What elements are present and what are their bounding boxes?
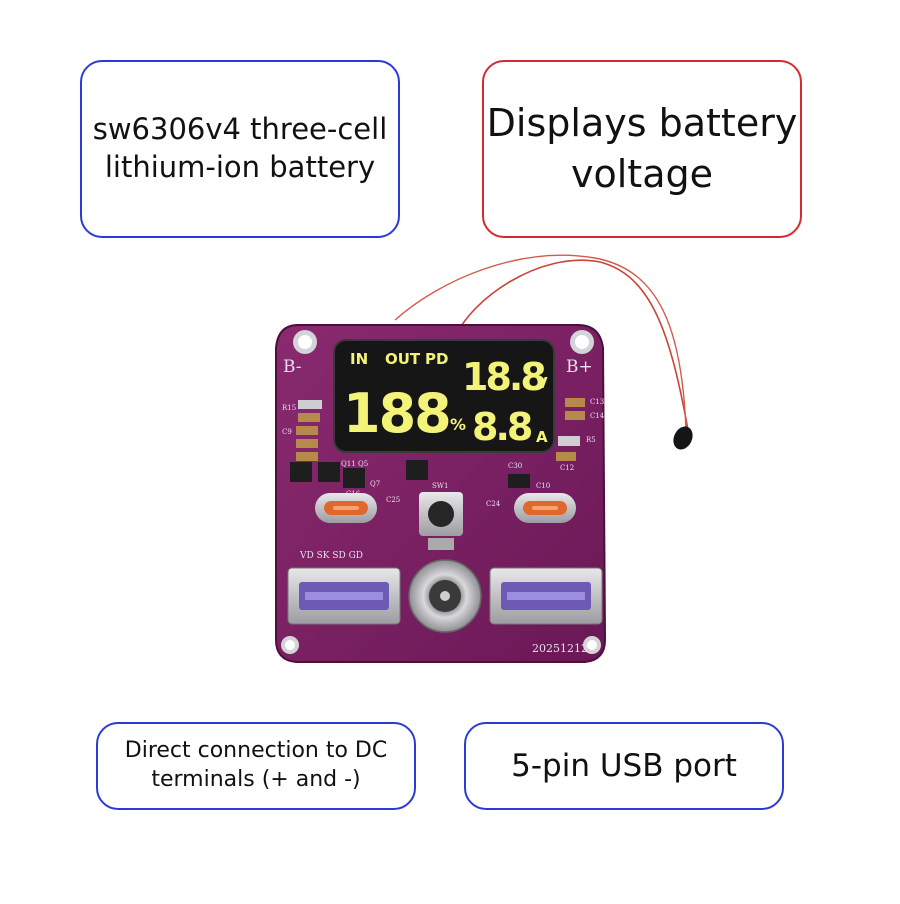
callout-usb-line1: 5-pin USB port	[511, 747, 737, 784]
callout-chip-line2: lithium-ion battery	[104, 150, 376, 184]
pcb-date-code: 20251212	[532, 642, 588, 655]
designator-c16: C16	[346, 490, 361, 498]
tactile-switch	[419, 492, 463, 550]
dc-barrel-jack	[408, 559, 482, 633]
designator-c10: C10	[536, 482, 550, 490]
lcd-display	[333, 339, 555, 453]
lcd-percent-sign: %	[450, 415, 466, 434]
lcd-percent-digits: 188	[343, 382, 450, 445]
smd-component	[296, 426, 318, 435]
lcd-voltage-digits: 18.8	[462, 355, 545, 399]
designator-r5: R5	[586, 436, 596, 444]
lcd-label-in: IN	[350, 350, 368, 368]
mosfet-chip	[508, 474, 530, 488]
designator-c13: C13	[590, 398, 604, 406]
mosfet-chip	[343, 468, 365, 488]
lcd-voltage-unit: V	[536, 374, 548, 392]
callout-display-line1: Displays battery	[486, 100, 798, 145]
pad-label-negative: B-	[283, 357, 302, 377]
designator-c24: C24	[486, 500, 501, 508]
mosfet-chip	[318, 462, 340, 482]
designator-c25: C25	[386, 496, 400, 504]
pad-label-positive: B+	[566, 357, 593, 377]
usb-c-port-right	[514, 493, 576, 523]
designator-r15: R15	[282, 404, 296, 412]
smd-component	[558, 436, 580, 446]
callout-chip-line1: sw6306v4 three-cell	[92, 112, 388, 147]
mounting-hole	[583, 636, 601, 654]
designator-q7: Q7	[370, 480, 380, 488]
usb-c-port-left	[315, 493, 377, 523]
smd-component	[565, 411, 585, 420]
callout-display-line2: voltage	[571, 152, 713, 196]
thermistor-bead	[673, 426, 693, 450]
mounting-hole	[570, 330, 594, 354]
designator-c9: C9	[282, 428, 292, 436]
designator-q5: Q5	[358, 460, 368, 468]
callout-chip-description: sw6306v4 three-cell lithium-ion battery	[80, 60, 400, 238]
designator-c14: C14	[590, 412, 605, 420]
smd-component	[298, 400, 322, 409]
thermistor-wire	[454, 259, 689, 431]
smd-component	[565, 398, 585, 407]
designator-sw1: SW1	[432, 482, 448, 490]
callout-display-description: Displays battery voltage	[482, 60, 802, 238]
callout-usb-port: 5-pin USB port	[464, 722, 784, 810]
mosfet-chip	[406, 460, 428, 480]
lcd-current-unit: A	[536, 428, 548, 446]
designator-c12: C12	[560, 464, 574, 472]
mounting-hole	[293, 330, 317, 354]
mounting-hole	[281, 636, 299, 654]
smd-component	[296, 439, 318, 448]
lcd-label-out: OUT	[385, 350, 421, 368]
designator-c30: C30	[508, 462, 522, 470]
pin-labels: VD SK SD GD	[299, 551, 363, 561]
designator-q11: Q11	[341, 460, 356, 468]
silkscreen-labels: R15 C9 C16 C13 C14 R5 C12 C30 C10 C24 C2…	[282, 398, 605, 508]
callout-dc-terminals: Direct connection to DC terminals (+ and…	[96, 722, 416, 810]
usb-a-port-left	[287, 567, 401, 625]
smd-component	[556, 452, 576, 461]
usb-a-port-right	[489, 567, 603, 625]
smd-component	[298, 413, 320, 422]
callout-dc-line2: terminals (+ and -)	[151, 767, 361, 792]
lcd-current-digits: 8.8	[472, 405, 532, 449]
smd-component	[296, 452, 318, 461]
callout-dc-line1: Direct connection to DC	[124, 738, 388, 764]
lcd-label-pd: PD	[425, 350, 448, 368]
mosfet-chip	[290, 462, 312, 482]
